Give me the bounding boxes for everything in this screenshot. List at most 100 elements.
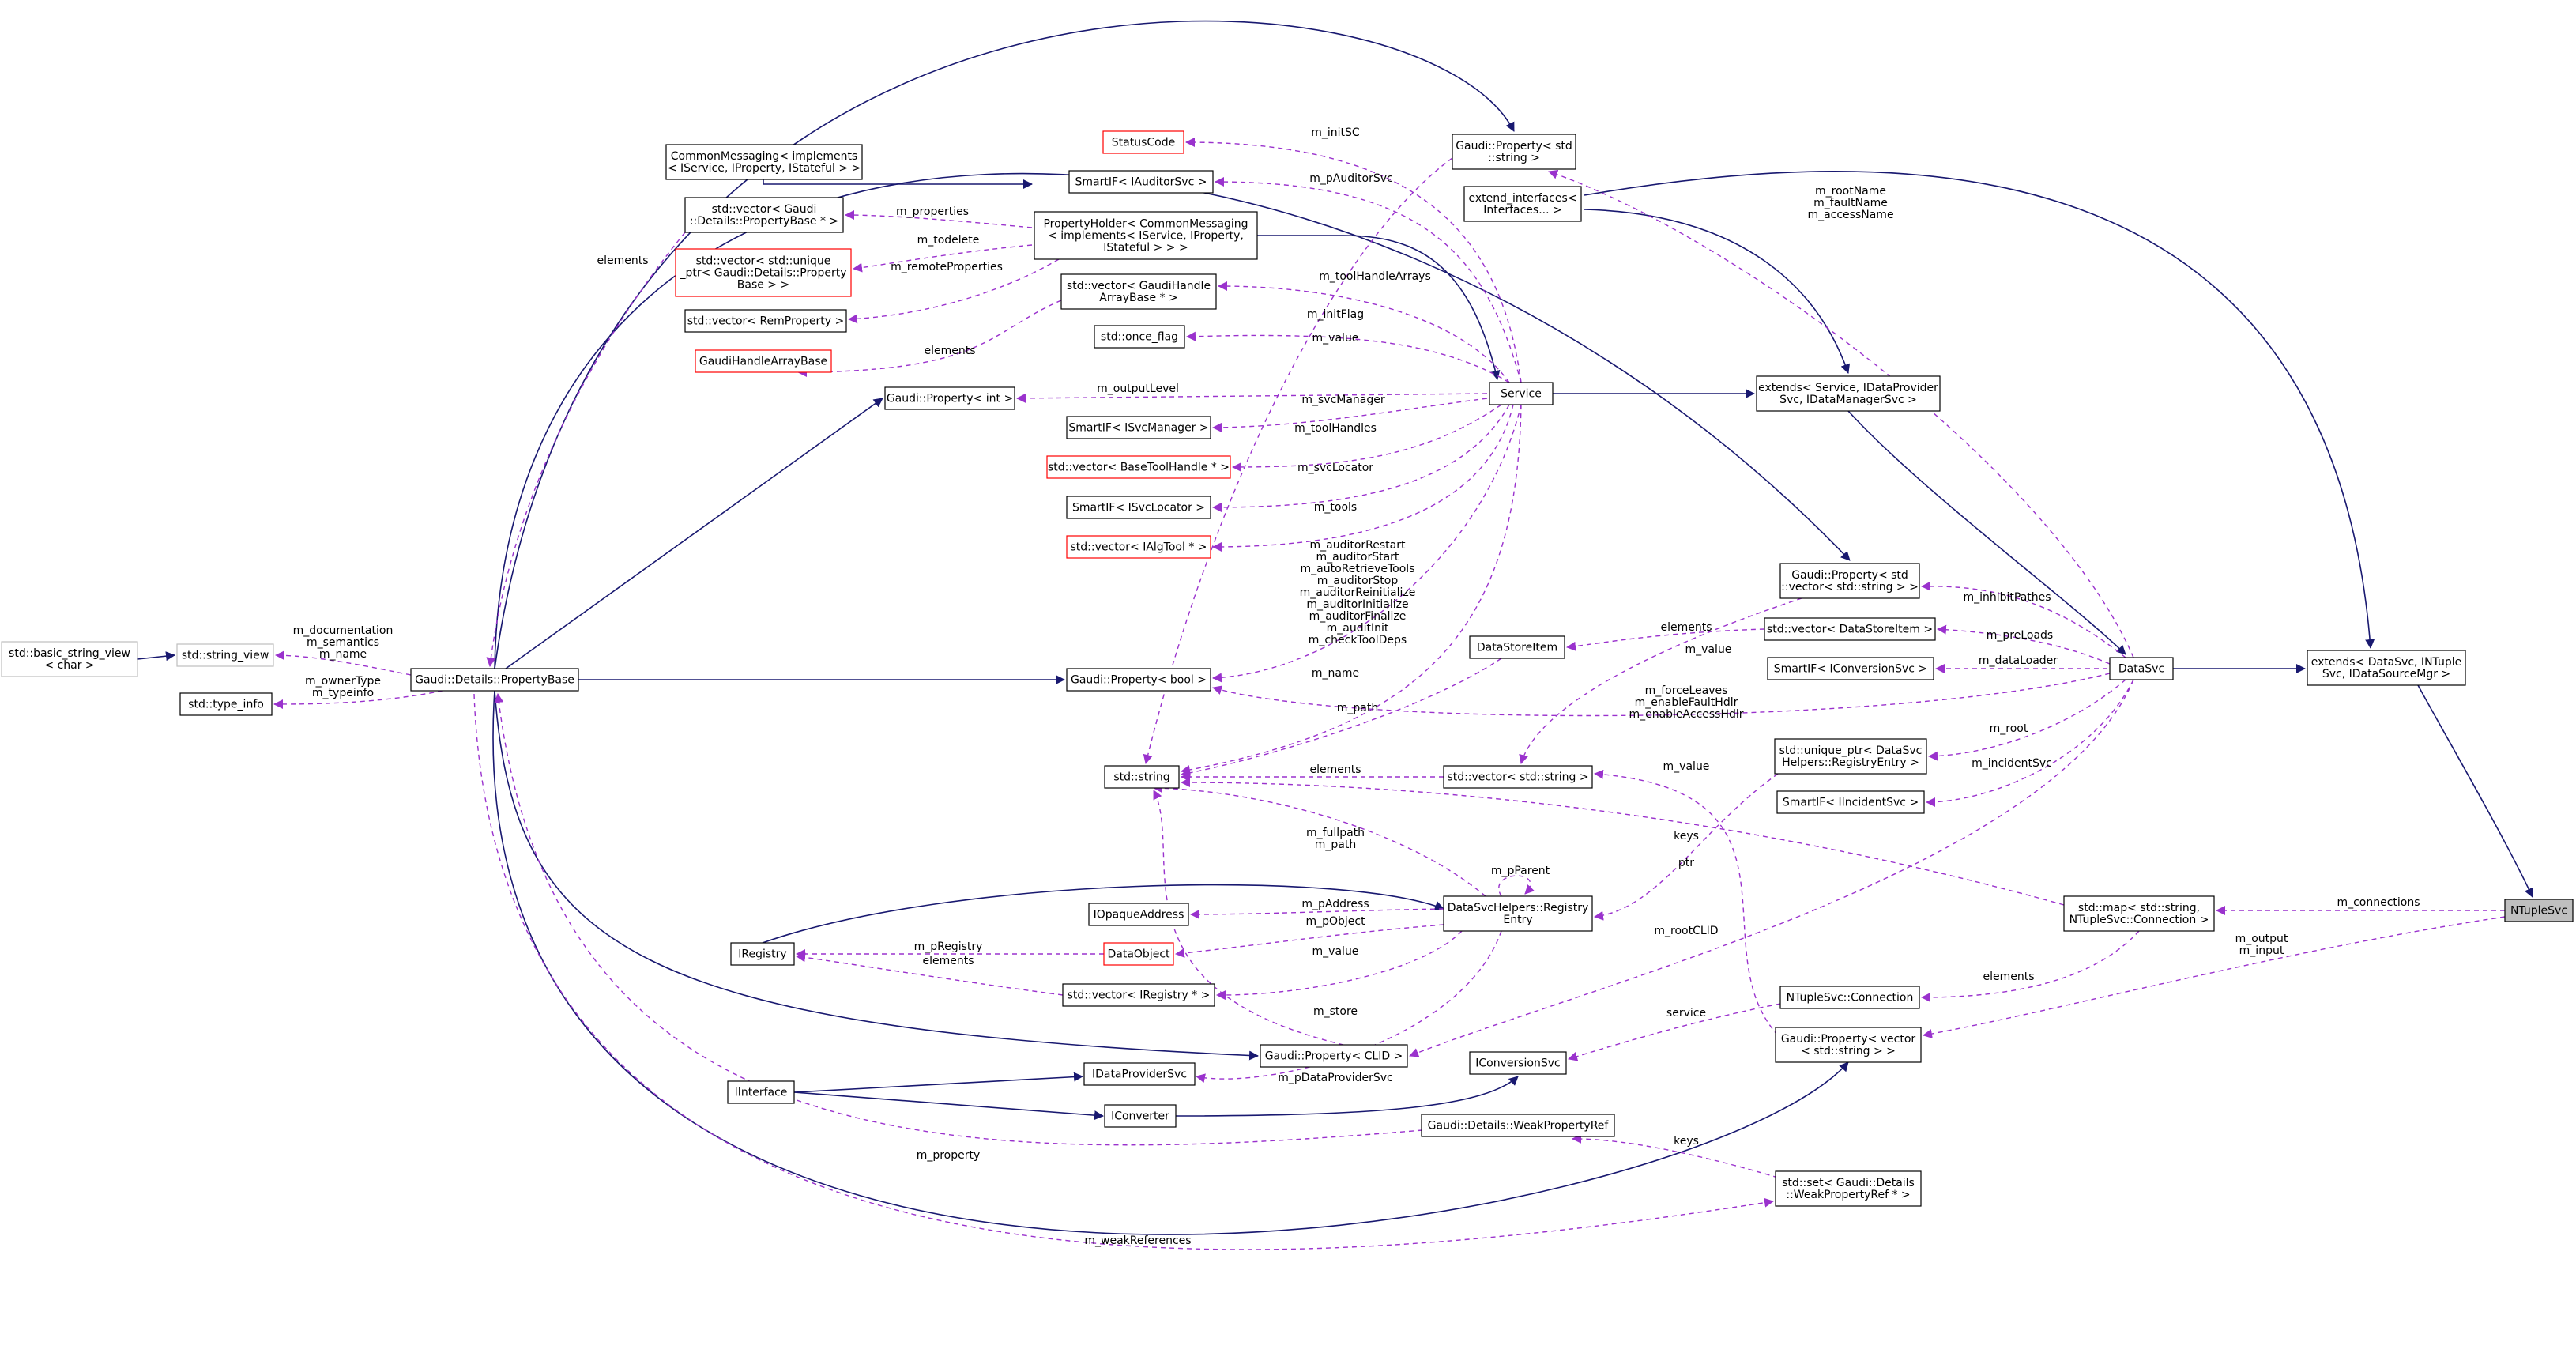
- class-node-smart-ifauditor[interactable]: SmartIF< IAuditorSvc >: [1068, 170, 1214, 194]
- class-node-label: Gaudi::Property< std::vector< std::strin…: [1781, 569, 1919, 594]
- class-node-vec-rem-property[interactable]: std::vector< RemProperty >: [684, 309, 847, 333]
- class-node-data-svc[interactable]: DataSvc: [2109, 657, 2174, 680]
- class-node-map-connection[interactable]: std::map< std::string,NTupleSvc::Connect…: [2063, 895, 2215, 932]
- class-node-ntuple-connection[interactable]: NTupleSvc::Connection: [1779, 986, 1920, 1009]
- edge-label-gpclid-to-std-string: m_value: [1312, 945, 1359, 958]
- class-node-label-line: ::Details::PropertyBase * >: [690, 215, 838, 228]
- class-node-gpclid[interactable]: Gaudi::Property< CLID >: [1260, 1044, 1408, 1068]
- usage-edge-registry-entry-to-std-string: [1153, 783, 1486, 897]
- class-node-box: [1767, 657, 1934, 680]
- edge-label-line: m_autoRetrieveTools: [1301, 563, 1415, 575]
- class-node-iregistry[interactable]: IRegistry: [730, 942, 795, 966]
- edge-label-service-to-smart-ifsvc-locator: m_svcLocator: [1297, 462, 1373, 474]
- class-node-iopaque-address[interactable]: IOpaqueAddress: [1088, 903, 1189, 926]
- class-node-box: [1779, 986, 1920, 1009]
- class-node-data-object[interactable]: DataObject: [1103, 942, 1174, 966]
- inheritance-edge-iconverter-to-iconversion-svc: [1175, 1076, 1519, 1117]
- edge-label-line: m_store: [1313, 1005, 1358, 1018]
- class-node-label: SmartIF< ISvcManager >: [1068, 422, 1208, 435]
- class-node-vec-data-store-item[interactable]: std::vector< DataStoreItem >: [1764, 617, 1936, 641]
- edge-label-line: m_tools: [1314, 501, 1357, 514]
- class-node-label-line: std::basic_string_view: [9, 647, 130, 660]
- class-node-label-line: PropertyHolder< CommonMessaging: [1043, 218, 1248, 231]
- inheritance-edge-extends-service-to-data-svc: [1847, 410, 2126, 655]
- class-node-box: [1452, 134, 1576, 170]
- class-node-vec-prop-base[interactable]: std::vector< Gaudi::Details::PropertyBas…: [684, 197, 844, 233]
- edge-label-line: m_svcLocator: [1297, 462, 1373, 474]
- class-node-vec-base-tool-handle[interactable]: std::vector< BaseToolHandle * >: [1046, 455, 1231, 479]
- class-node-label: PropertyHolder< CommonMessaging< impleme…: [1043, 218, 1248, 254]
- class-node-once-flag[interactable]: std::once_flag: [1094, 325, 1185, 349]
- class-node-property-base[interactable]: Gaudi::Details::PropertyBase: [410, 668, 579, 692]
- class-node-idata-provider-svc[interactable]: IDataProviderSvc: [1083, 1062, 1196, 1086]
- class-node-service[interactable]: Service: [1489, 382, 1554, 405]
- class-node-gpvec-string-ref[interactable]: Gaudi::Property< vector< std::string > >: [1775, 1027, 1922, 1063]
- usage-edge-service-to-smart-ifsvc-mgr: [1212, 398, 1488, 432]
- class-node-smart-ifincident[interactable]: SmartIF< IIncidentSvc >: [1776, 790, 1925, 814]
- usage-edge-property-base-to-string-view: [275, 650, 412, 676]
- class-node-label-line: IInterface: [735, 1087, 788, 1099]
- class-node-label: std::map< std::string,NTupleSvc::Connect…: [2069, 902, 2209, 926]
- class-node-label-line: NTupleSvc::Connection >: [2069, 914, 2209, 926]
- class-node-gpint[interactable]: Gaudi::Property< int >: [884, 386, 1015, 410]
- class-node-set-weak-ref[interactable]: std::set< Gaudi::Details::WeakPropertyRe…: [1775, 1170, 1922, 1207]
- class-node-label-line: SmartIF< IConversionSvc >: [1774, 663, 1927, 676]
- class-node-string-view[interactable]: std::string_view: [176, 643, 274, 667]
- class-node-type-info[interactable]: std::type_info: [179, 692, 273, 716]
- class-node-vec-iregistry[interactable]: std::vector< IRegistry * >: [1062, 983, 1215, 1007]
- class-node-status-code[interactable]: StatusCode: [1102, 130, 1184, 154]
- class-node-weak-property-ref[interactable]: Gaudi::Details::WeakPropertyRef: [1421, 1114, 1615, 1137]
- class-node-label-line: ArrayBase * >: [1099, 292, 1177, 304]
- class-node-data-store-item[interactable]: DataStoreItem: [1469, 635, 1565, 659]
- class-node-iinterface[interactable]: IInterface: [727, 1080, 795, 1104]
- inheritance-edge-iinterface-to-iconverter: [793, 1091, 1104, 1121]
- edge-label-line: m_preLoads: [1987, 629, 2053, 642]
- edge-label-line: keys: [1674, 1135, 1699, 1148]
- edge-label-data-object-to-iregistry: m_pRegistry: [914, 940, 983, 953]
- usage-edge-registry-entry-to-vec-iregistry: [1216, 930, 1463, 1001]
- class-node-smart-ifsvc-mgr[interactable]: SmartIF< ISvcManager >: [1066, 416, 1211, 439]
- class-node-common-messaging[interactable]: CommonMessaging< implements< IService, I…: [665, 144, 863, 180]
- usage-edge-map-connection-to-ntuple-connection: [1921, 930, 2140, 1002]
- class-node-extend-interfaces[interactable]: extend_interfaces<Interfaces... >: [1463, 186, 1582, 222]
- edge-label-service-to-vec-base-tool-handle: m_toolHandles: [1294, 422, 1377, 435]
- class-node-gpbool[interactable]: Gaudi::Property< bool >: [1066, 668, 1211, 692]
- class-node-label-line: std::vector< IRegistry * >: [1068, 989, 1211, 1002]
- edge-label-line: m_toolHandles: [1294, 422, 1377, 435]
- class-node-iconversion-svc[interactable]: IConversionSvc: [1469, 1051, 1567, 1075]
- class-node-gpstring[interactable]: Gaudi::Property< std::string >: [1452, 134, 1576, 170]
- class-node-smart-ifsvc-locator[interactable]: SmartIF< ISvcLocator >: [1066, 496, 1211, 519]
- usage-edge-service-to-vec-gaudi-handle: [1218, 281, 1510, 383]
- class-node-label: IRegistry: [738, 948, 786, 961]
- class-node-iconverter[interactable]: IConverter: [1104, 1104, 1177, 1128]
- class-node-gpvec-string[interactable]: Gaudi::Property< std::vector< std::strin…: [1779, 563, 1920, 599]
- class-node-label-line: DataSvc: [2118, 663, 2164, 676]
- class-node-basic-string-view[interactable]: std::basic_string_view< char >: [1, 641, 138, 677]
- class-node-vec-ialg-tool[interactable]: std::vector< IAlgTool * >: [1066, 535, 1211, 559]
- class-node-property-holder[interactable]: PropertyHolder< CommonMessaging< impleme…: [1034, 211, 1258, 260]
- usage-edge-service-to-vec-base-tool-handle: [1232, 404, 1502, 472]
- edge-label-line: m_auditorReinitialize: [1300, 586, 1416, 599]
- inheritance-edge-property-holder-to-service: [1257, 235, 1501, 380]
- class-node-label-line: CommonMessaging< implements: [671, 150, 857, 163]
- class-node-box: [684, 309, 847, 333]
- edge-label-registry-entry-to-iopaque-address: m_pAddress: [1301, 898, 1369, 910]
- edge-label-line: m_documentation: [293, 624, 394, 637]
- class-node-vec-string[interactable]: std::vector< std::string >: [1443, 765, 1593, 789]
- class-node-smart-ifconversion[interactable]: SmartIF< IConversionSvc >: [1767, 657, 1934, 680]
- edge-label-service-to-smart-ifsvc-mgr: m_svcManager: [1301, 394, 1385, 406]
- edge-label-line: m_enableFaultHdlr: [1635, 696, 1738, 709]
- class-node-ntuple-svc[interactable]: NTupleSvc: [2504, 899, 2574, 922]
- edge-label-line: m_checkToolDeps: [1309, 634, 1407, 646]
- class-node-vec-unique-ptr[interactable]: std::vector< std::unique_ptr< Gaudi::Det…: [675, 248, 852, 297]
- class-node-label-line: Gaudi::Details::WeakPropertyRef: [1428, 1120, 1610, 1133]
- class-node-gaudi-handle-array-base[interactable]: GaudiHandleArrayBase: [695, 349, 832, 373]
- class-node-std-string[interactable]: std::string: [1104, 765, 1180, 789]
- usage-edge-weak-property-ref-to-property-base: [494, 693, 1423, 1146]
